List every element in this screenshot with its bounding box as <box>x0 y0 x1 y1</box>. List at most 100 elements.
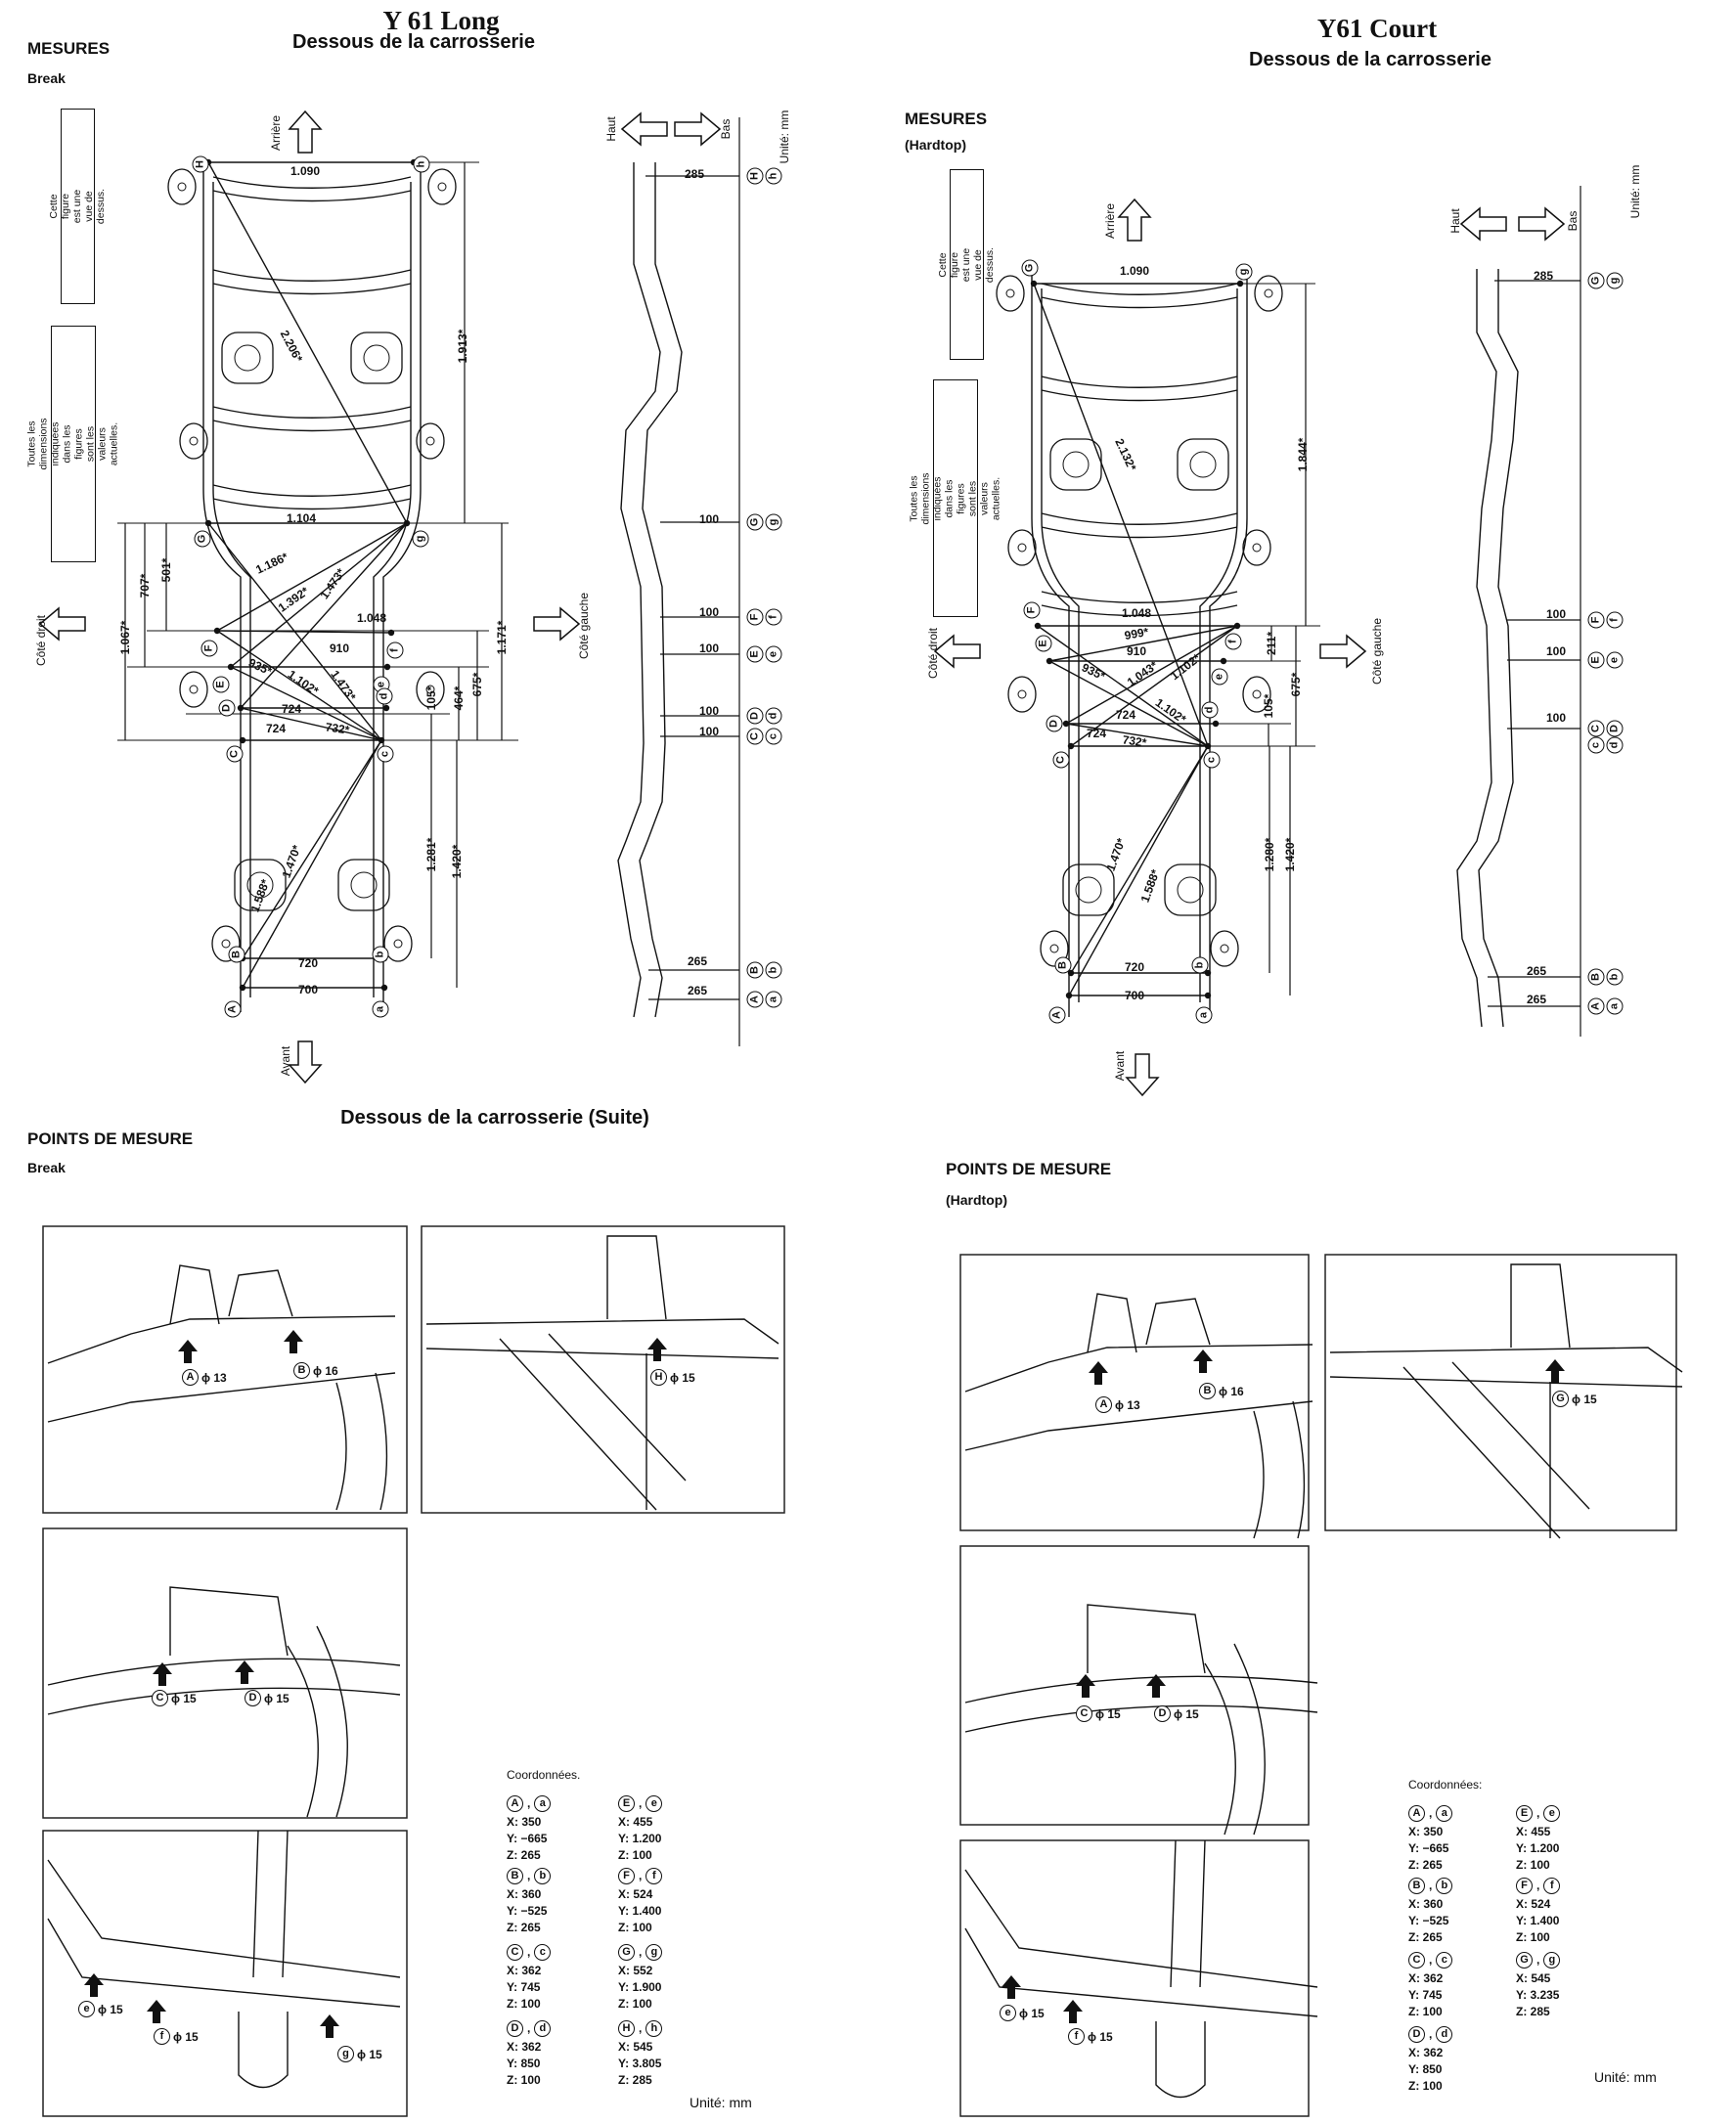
mount-bracket <box>167 168 197 205</box>
point-marker: c <box>534 1944 552 1961</box>
sketch-line <box>1292 1400 1306 1539</box>
point-marker: b <box>765 961 782 979</box>
sketch-line <box>1451 1361 1590 1510</box>
side-dimension-value: 100 <box>1545 711 1567 725</box>
variant-label-break-2: Break <box>27 1160 66 1175</box>
sketch-line <box>1204 1662 1236 1836</box>
frame-rail <box>382 162 422 1012</box>
mount-hole <box>437 182 447 192</box>
point-marker: A <box>1408 1805 1425 1822</box>
dimension-value: 700 <box>297 983 319 996</box>
point-marker: G <box>746 513 764 531</box>
coordinate-x: X: 360 <box>1408 1897 1444 1911</box>
unit-label-points-long: Unité: mm <box>690 2095 752 2110</box>
hole-diameter: ϕ 15 <box>173 2029 199 2044</box>
mount-hole <box>189 436 199 446</box>
point-marker: A <box>1095 1396 1112 1413</box>
dimension-value: 675* <box>1289 672 1303 697</box>
point-marker: f <box>645 1868 663 1884</box>
point-marker: d <box>1606 736 1624 754</box>
cross-member <box>212 283 412 295</box>
coordinate-x: X: 524 <box>1516 1897 1551 1911</box>
body-mount-hole <box>363 344 390 372</box>
point-marker: e <box>78 2001 95 2017</box>
right-side-arrow-icon <box>38 606 86 642</box>
arrow-pointer-icon <box>1193 1350 1213 1373</box>
arrow-pointer-icon <box>153 1662 172 1686</box>
cross-member <box>1041 591 1238 603</box>
point-marker: D <box>1154 1705 1171 1722</box>
coordinate-z: Z: 100 <box>1516 1858 1550 1872</box>
subtitle-short: Dessous de la carrosserie <box>1249 49 1491 70</box>
sketch-line <box>169 1264 220 1325</box>
left-side-label: Côté gauche <box>577 592 591 660</box>
point-marker: C <box>226 745 244 763</box>
body-mount <box>1177 438 1229 491</box>
page-title-short: Y61 Court <box>1316 14 1438 43</box>
sketch-line <box>169 1586 289 1657</box>
page-title-long: Y 61 Long <box>382 6 500 35</box>
separator: , <box>639 1945 643 1959</box>
left-side-arrow-icon <box>1319 634 1367 669</box>
point-marker: E <box>1035 635 1052 652</box>
sketch-line <box>316 1625 348 1818</box>
coordinate-z: Z: 100 <box>1408 2005 1443 2018</box>
cross-member <box>212 406 412 419</box>
side-dimension-value: 100 <box>698 704 720 718</box>
cross-member <box>1041 283 1238 295</box>
coordinate-z: Z: 100 <box>507 1997 541 2011</box>
up-label: Haut <box>1448 208 1462 234</box>
coordinate-z: Z: 265 <box>1408 1858 1443 1872</box>
point-marker: g <box>337 2046 354 2062</box>
section-heading-mesures-short: MESURES <box>905 110 988 128</box>
body-mount <box>1049 438 1102 491</box>
coordinates-title: Coordonnées: <box>1408 1778 1483 1792</box>
point-marker: a <box>534 1795 552 1812</box>
mount-hole <box>221 939 231 949</box>
dimension-value: 211* <box>1265 631 1278 656</box>
dimension-line <box>1070 745 1209 974</box>
dimension-value: 105* <box>424 686 438 711</box>
coordinate-y: Y: −665 <box>507 1832 548 1845</box>
sketch-line <box>47 1918 401 2008</box>
separator: , <box>1536 1953 1540 1967</box>
point-marker: B <box>746 961 764 979</box>
section-heading-points: POINTS DE MESURE <box>27 1129 194 1148</box>
point-marker: D <box>245 1690 261 1706</box>
sketch-line <box>1170 1839 1177 1988</box>
separator: , <box>1536 1806 1540 1820</box>
side-dimension-value: 100 <box>1545 644 1567 658</box>
coordinate-y: Y: 1.400 <box>1516 1914 1560 1927</box>
mount-hole <box>1264 288 1273 298</box>
point-marker: C <box>152 1690 168 1706</box>
mount-hole <box>1017 689 1027 699</box>
point-marker: H <box>618 2020 635 2037</box>
dimension-value: 1.104 <box>286 511 317 525</box>
point-marker: c <box>765 728 782 745</box>
rear-label: Arrière <box>1103 202 1117 240</box>
dimension-value: 1.090 <box>289 164 321 178</box>
hole-diameter: ϕ 15 <box>357 2047 382 2061</box>
front-arrow-icon <box>288 1040 323 1084</box>
point-marker: e <box>1211 668 1228 686</box>
point-marker: f <box>1068 2028 1085 2045</box>
side-dimension-value: 265 <box>1526 964 1547 978</box>
dimension-value: 1.420* <box>1283 837 1297 872</box>
point-marker: c <box>1203 751 1221 769</box>
point-marker: a <box>1195 1006 1213 1024</box>
point-marker: F <box>746 608 764 626</box>
point-marker: A <box>746 991 764 1008</box>
cross-member <box>1041 526 1238 539</box>
mount-bracket <box>383 925 413 962</box>
mount-bracket <box>179 422 208 460</box>
dimension-value: 1.913* <box>456 329 469 364</box>
arrow-pointer-icon <box>1002 1975 1021 1999</box>
